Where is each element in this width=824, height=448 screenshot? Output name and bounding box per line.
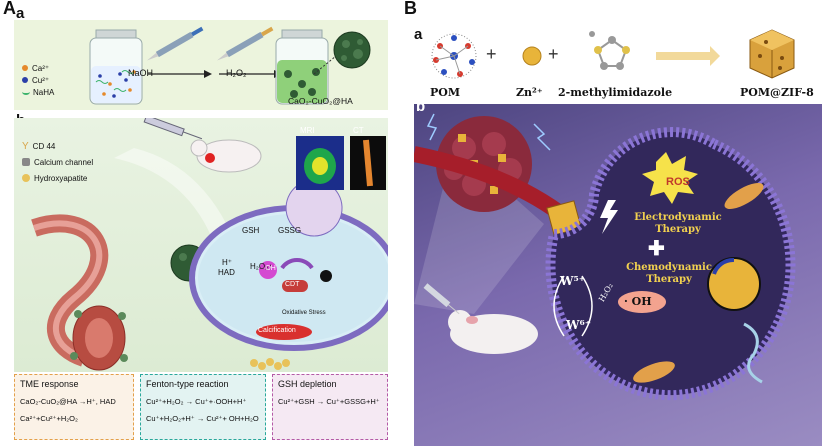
panel-a-b-legend: Y CD 44 Calcium channel Hydroxyapatite (22, 138, 93, 186)
plus-sign-1: + (486, 44, 497, 64)
cell-oh-label: ·OH (263, 265, 276, 272)
had-label: HAD (218, 268, 235, 277)
legend-cd44-label: CD 44 (32, 141, 56, 151)
gsh-depletion-box: GSH depletion Cu²⁺+GSH → Cu⁺+GSSG+H⁺ (272, 374, 388, 440)
naoh-label: NaOH (128, 68, 154, 78)
legend-naha: NaHA (22, 86, 54, 98)
fenton-reaction-line2: Cu⁺+H₂O₂+H⁺ → Cu²⁺+ OH+H₂O (146, 414, 259, 423)
calcium-channel-icon (22, 158, 30, 166)
panel-b-oh-label: · OH (624, 295, 652, 308)
pipette-1 (146, 26, 204, 61)
calcification-label: Calcification (258, 327, 296, 334)
legend-cd44: Y CD 44 (22, 138, 93, 154)
pom-zif8-label: POM@ZIF-8 (740, 86, 814, 99)
tme-response-title: TME response (20, 379, 79, 389)
gsh-depletion-line1: Cu²⁺+GSH → Cu⁺+GSSG+H⁺ (278, 397, 380, 406)
legend-hydroxyapatite: Hydroxyapatite (22, 170, 93, 186)
legend-cu-label: Cu²⁺ (32, 75, 50, 85)
tme-response-line1: CaO₂-CuO₂@HA →H⁺, HAD (20, 397, 116, 406)
legend-ca: Ca²⁺ (22, 62, 54, 74)
cd44-icon: Y (22, 140, 29, 152)
combination-plus-icon: ✚ (648, 238, 665, 260)
naha-wave-icon (22, 89, 30, 95)
w5-label: W⁵⁺ (560, 274, 586, 288)
pipette-2 (216, 26, 274, 61)
lightning-icon (600, 200, 618, 234)
legend-hydroxyapatite-label: Hydroxyapatite (34, 173, 88, 183)
pom-zif8-cube-icon (749, 29, 795, 79)
methylimidazole-label: 2-methylimidazole (558, 86, 673, 99)
w6-label: W⁶⁺ (566, 318, 592, 332)
panel-b-letter: B (404, 0, 417, 18)
legend-calcium-channel-label: Calcium channel (34, 157, 94, 167)
h2o2-arrow-label: H₂O₂ (226, 68, 247, 78)
synthesis-arrow (656, 46, 720, 66)
gsh-label: GSH (242, 226, 260, 235)
tme-response-box: TME response CaO₂-CuO₂@HA →H⁺, HAD Ca²⁺+… (14, 374, 134, 440)
tme-response-line2: Ca²⁺+Cu²⁺+H₂O₂ (20, 414, 78, 423)
panel-a-letter: A (3, 0, 16, 18)
jar-2 (275, 29, 329, 105)
oxidative-stress-label: Oxidative Stress (282, 310, 326, 316)
edt-label: Electrodynamic Therapy (634, 212, 722, 235)
fenton-reaction-line1: Cu²⁺+H₂O₂ → Cu⁺+·OOH+H⁺ (146, 397, 247, 406)
pom-label: POM (430, 86, 461, 99)
synthesis-scheme (89, 26, 371, 105)
ca-dot-icon (22, 65, 28, 71)
legend-calcium-channel: Calcium channel (22, 154, 93, 170)
panel-a-sub-a: a (16, 5, 25, 22)
legend-naha-label: NaHA (33, 87, 55, 97)
panel-b-sub-b: b (416, 98, 426, 115)
legend-ca-label: Ca²⁺ (32, 63, 50, 73)
legend-cu: Cu²⁺ (22, 74, 54, 86)
h-plus-label: H⁺ (222, 258, 232, 267)
ros-burst-icon (642, 152, 698, 204)
nanoparticle-zoom (333, 31, 371, 69)
cdt-therapy-label: Chemodynamic Therapy (626, 262, 712, 285)
gssg-label: GSSG (278, 226, 302, 235)
fenton-reaction-title: Fenton-type reaction (146, 379, 229, 389)
fenton-reaction-box: Fenton-type reaction Cu²⁺+H₂O₂ → Cu⁺+·OO… (140, 374, 266, 440)
zinc-ion-icon (522, 46, 542, 66)
imidazole-icon (589, 31, 630, 70)
ros-label: ROS (666, 176, 690, 188)
injection-syringe-icon (423, 283, 460, 315)
zif-synthesis-scheme (431, 29, 795, 79)
hydroxyapatite-icon (22, 174, 30, 182)
mechanism-scheme (31, 118, 388, 371)
cdt-label: CDT (285, 281, 300, 288)
product-label: CaO₂-CuO₂@HA (288, 96, 353, 106)
panel-b-sub-a: a (414, 26, 423, 43)
zn-label: Zn²⁺ (516, 86, 543, 99)
syringe-icon (143, 118, 203, 140)
pom-cluster-icon (431, 33, 477, 79)
therapy-scheme (414, 113, 796, 401)
mri-label: MRI (300, 126, 315, 135)
ct-label: CT (353, 126, 364, 135)
plus-sign-2: + (548, 44, 559, 64)
gsh-depletion-title: GSH depletion (278, 379, 337, 389)
cu-dot-icon (22, 77, 28, 83)
cell-h2o2-label: H₂O₂↑ (250, 262, 273, 271)
jar-1 (89, 29, 143, 105)
panel-a-legend: Ca²⁺ Cu²⁺ NaHA (22, 62, 54, 98)
